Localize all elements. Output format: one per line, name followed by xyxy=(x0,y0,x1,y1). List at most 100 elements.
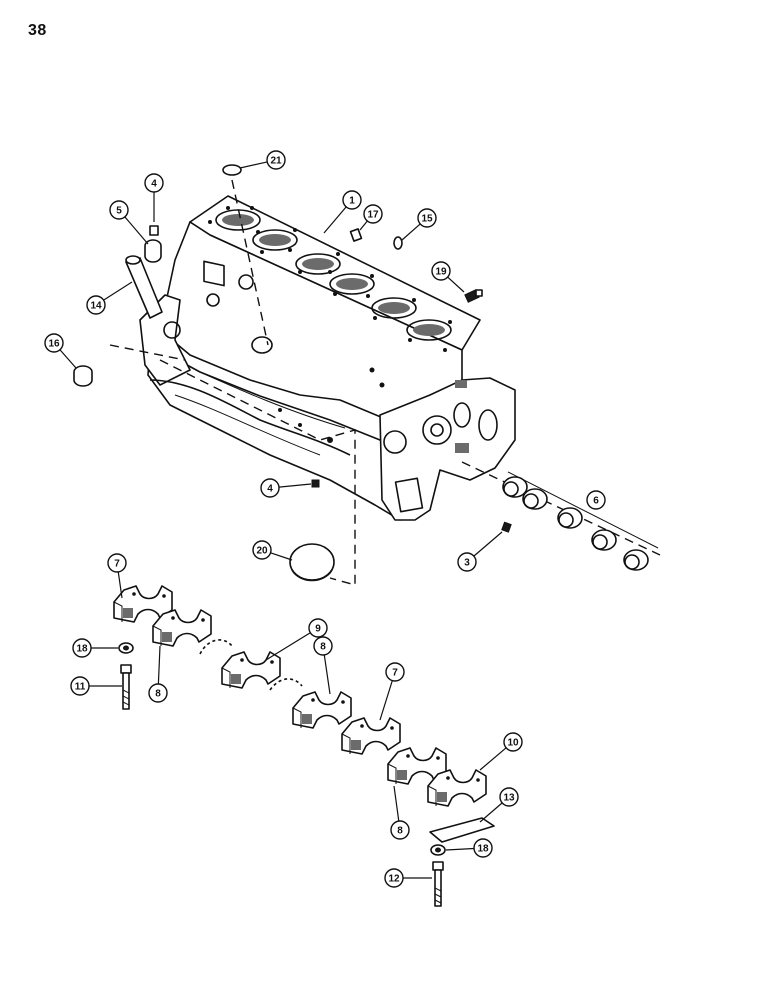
callout-c21: 21 xyxy=(239,150,286,170)
cup-plug-5 xyxy=(144,239,162,263)
callout-circle xyxy=(308,618,328,638)
callout-number: 6 xyxy=(593,496,599,507)
leader-line xyxy=(117,571,123,599)
cylinder-block xyxy=(139,195,516,521)
leader-line xyxy=(379,680,393,721)
washer-18-left xyxy=(118,642,134,654)
callout-number: 17 xyxy=(367,210,379,221)
callout-number: 21 xyxy=(270,156,282,167)
callout-number: 20 xyxy=(256,546,268,557)
callout-circle xyxy=(144,173,164,193)
expansion-plug-21 xyxy=(222,164,242,176)
callout-number: 9 xyxy=(315,624,321,635)
callout-number: 13 xyxy=(503,793,515,804)
leader-line xyxy=(393,785,400,822)
callout-c9: 9 xyxy=(265,618,328,661)
leader-line xyxy=(479,747,507,771)
callout-circle xyxy=(503,732,523,752)
leader-line xyxy=(359,220,368,231)
leader-line xyxy=(239,161,268,169)
expansion-plug-20 xyxy=(289,543,335,582)
callout-c6: 6 xyxy=(586,490,606,510)
callout-circle xyxy=(260,478,280,498)
leader-line xyxy=(278,483,312,488)
callout-number: 14 xyxy=(90,301,102,312)
fitting-19 xyxy=(464,289,483,303)
bolt-11 xyxy=(120,664,132,710)
callout-c19: 19 xyxy=(431,261,465,293)
callout-c15: 15 xyxy=(401,208,437,241)
callout-c4b: 4 xyxy=(260,478,312,498)
callout-circle xyxy=(431,261,451,281)
pipe-plug-3 xyxy=(501,521,512,533)
callout-circle xyxy=(390,820,410,840)
page-number: 38 xyxy=(28,22,47,39)
callout-c1: 1 xyxy=(323,190,362,234)
washer-18-right xyxy=(430,844,446,856)
callout-c18a: 18 xyxy=(72,638,118,658)
camshaft-bearings-6 xyxy=(502,471,659,571)
callout-c8c: 8 xyxy=(390,785,410,840)
callout-number: 4 xyxy=(267,484,273,495)
callout-number: 8 xyxy=(320,642,326,653)
callout-circle xyxy=(44,333,64,353)
bearing-cap-7-mid xyxy=(341,717,401,755)
callout-circle xyxy=(385,662,405,682)
leader-line xyxy=(103,281,133,301)
callout-circle xyxy=(252,540,272,560)
callout-c16: 16 xyxy=(44,333,77,369)
oil-tube-14 xyxy=(125,257,163,319)
callout-c17: 17 xyxy=(359,204,383,231)
leader-line xyxy=(401,223,421,241)
cup-plug-16 xyxy=(73,365,93,387)
callout-c7a: 7 xyxy=(107,553,127,599)
callout-circle xyxy=(72,638,92,658)
callout-c4a: 4 xyxy=(144,173,164,222)
callout-number: 16 xyxy=(48,339,60,350)
callout-circle xyxy=(457,552,477,572)
callout-circle xyxy=(417,208,437,228)
callout-circle xyxy=(473,838,493,858)
callout-number: 5 xyxy=(116,206,122,217)
callout-number: 15 xyxy=(421,214,433,225)
callout-circle xyxy=(107,553,127,573)
leader-line xyxy=(479,802,503,823)
plug-15 xyxy=(393,236,403,250)
callout-c20: 20 xyxy=(252,540,293,561)
callout-c13: 13 xyxy=(479,787,519,823)
pipe-plug-4 xyxy=(311,479,320,488)
callout-c5: 5 xyxy=(109,200,149,245)
callout-circle xyxy=(86,295,106,315)
callout-number: 18 xyxy=(76,644,88,655)
leader-line xyxy=(124,216,149,245)
thrust-washer-upper xyxy=(199,639,233,655)
leader-line xyxy=(445,847,475,851)
leader-line xyxy=(447,276,465,293)
callout-number: 7 xyxy=(392,668,398,679)
callout-circle xyxy=(363,204,383,224)
callout-number: 7 xyxy=(114,559,120,570)
callout-circle xyxy=(342,190,362,210)
dowel-pin-4-top xyxy=(149,225,159,236)
callout-c8a: 8 xyxy=(148,645,168,703)
callout-c7b: 7 xyxy=(379,662,405,721)
callout-number: 8 xyxy=(397,826,403,837)
callout-circle xyxy=(266,150,286,170)
callout-c11: 11 xyxy=(70,676,122,696)
leader-line xyxy=(157,645,161,685)
callout-c18b: 18 xyxy=(445,838,493,858)
callout-circle xyxy=(109,200,129,220)
callout-circle xyxy=(70,676,90,696)
callout-number: 1 xyxy=(349,196,355,207)
callout-number: 4 xyxy=(151,179,157,190)
bearing-cap-8-mid xyxy=(292,691,352,729)
callout-circle xyxy=(313,636,333,656)
dowel-pin-17 xyxy=(349,228,363,242)
leader-line xyxy=(473,531,503,557)
leader-line xyxy=(270,552,293,561)
leader-line xyxy=(323,206,347,234)
callout-c12: 12 xyxy=(384,868,432,888)
leader-line xyxy=(323,654,331,695)
